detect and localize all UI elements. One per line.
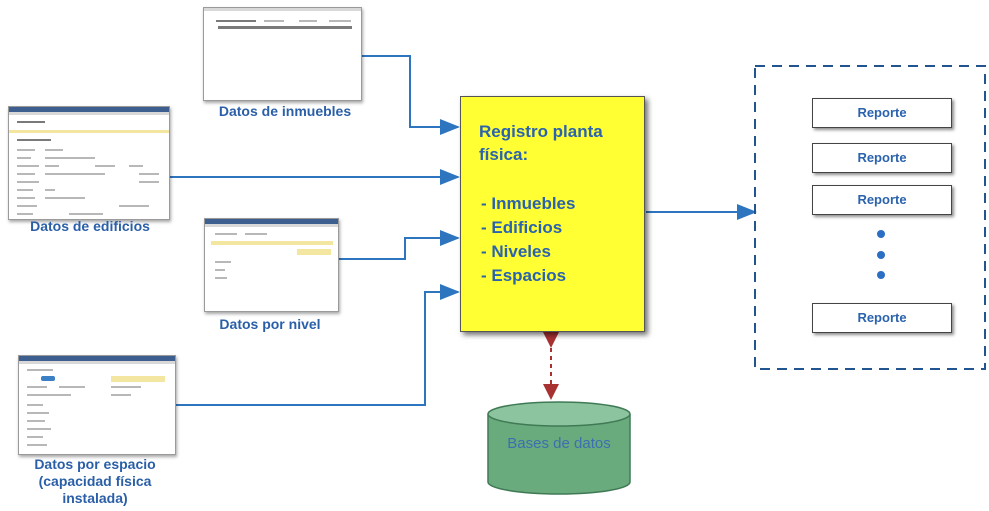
process-item-inmuebles: - Inmuebles	[481, 194, 576, 213]
label-datos-inmuebles: Datos de inmuebles	[218, 103, 352, 119]
database-cylinder	[487, 401, 631, 495]
registro-planta-fisica-box: Registro planta física: - Inmuebles - Ed…	[460, 96, 645, 332]
espacio-screenshot-thumbnail	[18, 355, 176, 455]
ellipsis-dot	[877, 271, 885, 279]
arrow-inmuebles	[360, 55, 460, 135]
ellipsis-dot	[877, 251, 885, 259]
edificios-screenshot-thumbnail	[8, 106, 170, 220]
report-box-3: Reporte	[812, 185, 952, 215]
nivel-screenshot-thumbnail	[204, 218, 339, 312]
label-datos-espacio: Datos por espacio (capacidad física inst…	[34, 456, 156, 506]
label-datos-edificios: Datos de edificios	[30, 218, 150, 234]
process-title: Registro planta física:	[479, 122, 603, 164]
report-box-1: Reporte	[812, 98, 952, 128]
process-item-edificios: - Edificios	[481, 218, 563, 237]
database-label: Bases de datos	[507, 435, 611, 452]
ellipsis-dot	[877, 230, 885, 238]
label-datos-nivel: Datos por nivel	[219, 316, 321, 332]
inmuebles-screenshot-thumbnail	[203, 7, 362, 101]
arrow-nivel	[337, 230, 460, 260]
arrow-espacio	[174, 284, 460, 406]
process-item-list: - Inmuebles - Edificios - Niveles - Espa…	[481, 192, 575, 288]
reports-container	[754, 65, 986, 370]
process-item-espacios: - Espacios	[481, 266, 567, 285]
report-box-4: Reporte	[812, 303, 952, 333]
report-box-2: Reporte	[812, 143, 952, 173]
process-item-niveles: - Niveles	[481, 242, 551, 261]
